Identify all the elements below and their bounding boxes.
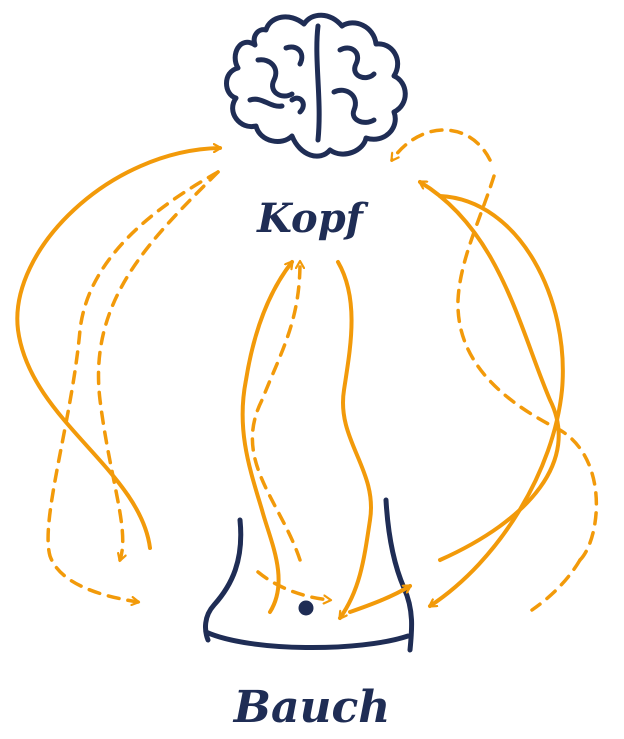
solid-arrow-right-down xyxy=(430,196,563,606)
solid-arrow-center-up xyxy=(243,262,292,612)
solid-arrow-left-up xyxy=(17,148,220,548)
solid-arrow-right-up xyxy=(420,182,559,560)
belly-label: Bauch xyxy=(232,682,390,733)
brain-icon xyxy=(227,15,406,156)
solid-arrow-center-down xyxy=(338,262,371,618)
dashed-arrow-right-bottom xyxy=(532,560,580,610)
dashed-arrow-left-down xyxy=(48,172,218,602)
dashed-arrow-to-navel xyxy=(258,572,330,600)
dashed-arrow-right-up xyxy=(392,130,490,160)
solid-arrow-bottom-right xyxy=(350,586,410,612)
torso-icon xyxy=(206,500,412,650)
dashed-arrow-left-inner xyxy=(99,172,218,560)
head-label: Kopf xyxy=(256,195,369,242)
dashed-arrow-center-up xyxy=(252,262,300,560)
